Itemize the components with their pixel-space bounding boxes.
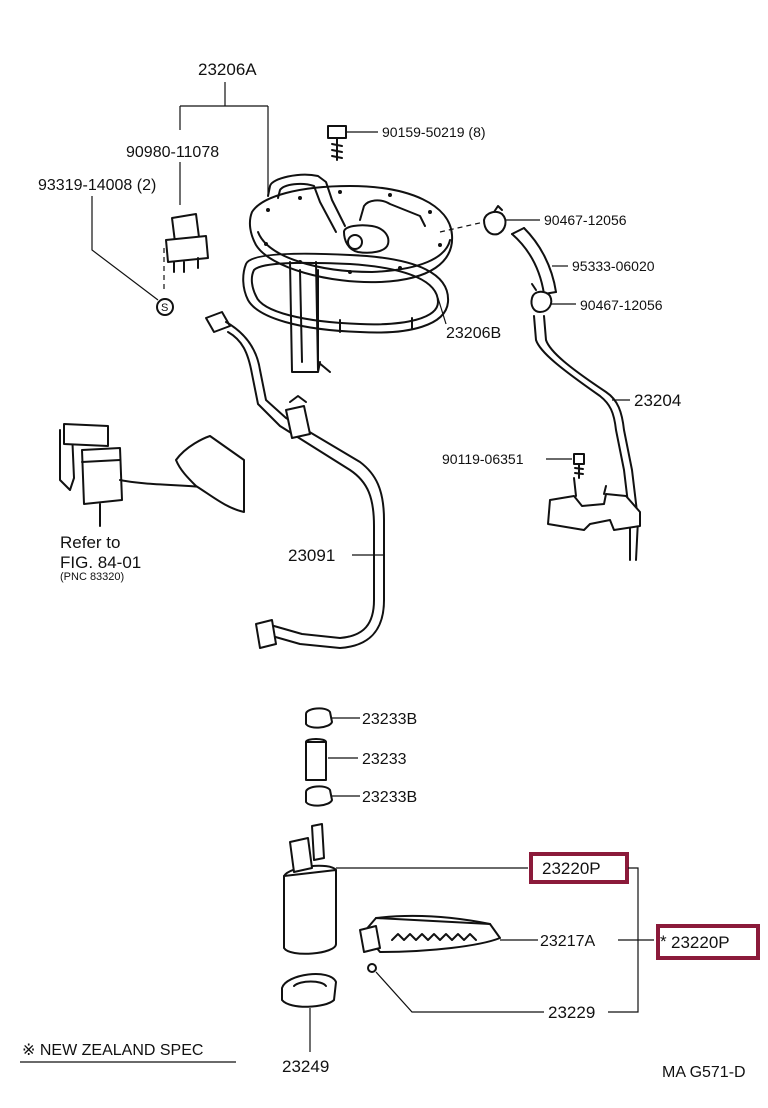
- s-circle-icon: [156, 298, 174, 316]
- hose-clamp-upper-icon: [305, 707, 333, 729]
- part-label-23233B-upper[interactable]: 23233B: [362, 711, 417, 728]
- part-label-23233B-lower[interactable]: 23233B: [362, 789, 417, 806]
- part-label-90119-06351[interactable]: 90119-06351: [442, 451, 524, 467]
- clamp-icon: [483, 205, 507, 236]
- part-label-90467-12056-upper[interactable]: 90467-12056: [544, 212, 627, 228]
- s-symbol: S: [161, 302, 168, 314]
- figure-code: MA G571-D: [662, 1064, 746, 1081]
- part-label-23220P-main[interactable]: 23220P: [542, 859, 601, 878]
- part-label-23091[interactable]: 23091: [288, 546, 335, 565]
- fuel-pump-body: [283, 823, 337, 955]
- part-label-23229[interactable]: 23229: [548, 1003, 595, 1022]
- part-label-90159-50219[interactable]: 90159-50219 (8): [382, 124, 486, 140]
- refer-pnc-label: (PNC 83320): [60, 571, 124, 583]
- part-label-23204[interactable]: 23204: [634, 391, 681, 410]
- connector-part: [165, 213, 209, 273]
- part-label-93319-14008[interactable]: 93319-14008 (2): [38, 177, 156, 194]
- fuel-sender-gauge: [59, 423, 245, 527]
- fuel-hose-23091: [205, 311, 385, 649]
- refer-to-label: Refer to: [60, 533, 120, 552]
- part-label-23249[interactable]: 23249: [282, 1057, 329, 1076]
- bolt-icon: [573, 453, 585, 479]
- part-label-23233[interactable]: 23233: [362, 751, 407, 768]
- footnote-nz-spec: ※ NEW ZEALAND SPEC: [22, 1042, 203, 1059]
- part-label-23217A[interactable]: 23217A: [540, 933, 595, 950]
- part-label-95333-06020[interactable]: 95333-06020: [572, 258, 655, 274]
- part-label-90467-12056-lower[interactable]: 90467-12056: [580, 297, 663, 313]
- screw-icon: [327, 125, 347, 161]
- refer-figure-label[interactable]: FIG. 84-01: [60, 553, 141, 572]
- pump-cushion-icon: [281, 973, 337, 1008]
- highlight-box-23220P: [529, 852, 629, 884]
- part-label-23206A[interactable]: 23206A: [198, 60, 257, 79]
- highlight-box-23220P-nz: [656, 924, 760, 960]
- asterisk-mark: *: [660, 932, 667, 951]
- part-label-23206B[interactable]: 23206B: [446, 325, 501, 342]
- fuel-filter-23217A: [359, 915, 501, 953]
- label-group-23206A: 23206A: [179, 60, 269, 195]
- part-label-23220P-nz[interactable]: 23220P: [671, 933, 730, 952]
- part-label-90980-11078[interactable]: 90980-11078: [126, 144, 219, 161]
- pipe-bracket: [547, 477, 641, 531]
- fuel-hose-short-icon: [305, 738, 327, 781]
- gauge-plate-assembly: [248, 173, 454, 373]
- hose-clamp-lower-icon: [305, 785, 333, 807]
- clip-icon: [367, 963, 377, 973]
- clamp-lower-icon: [530, 283, 553, 313]
